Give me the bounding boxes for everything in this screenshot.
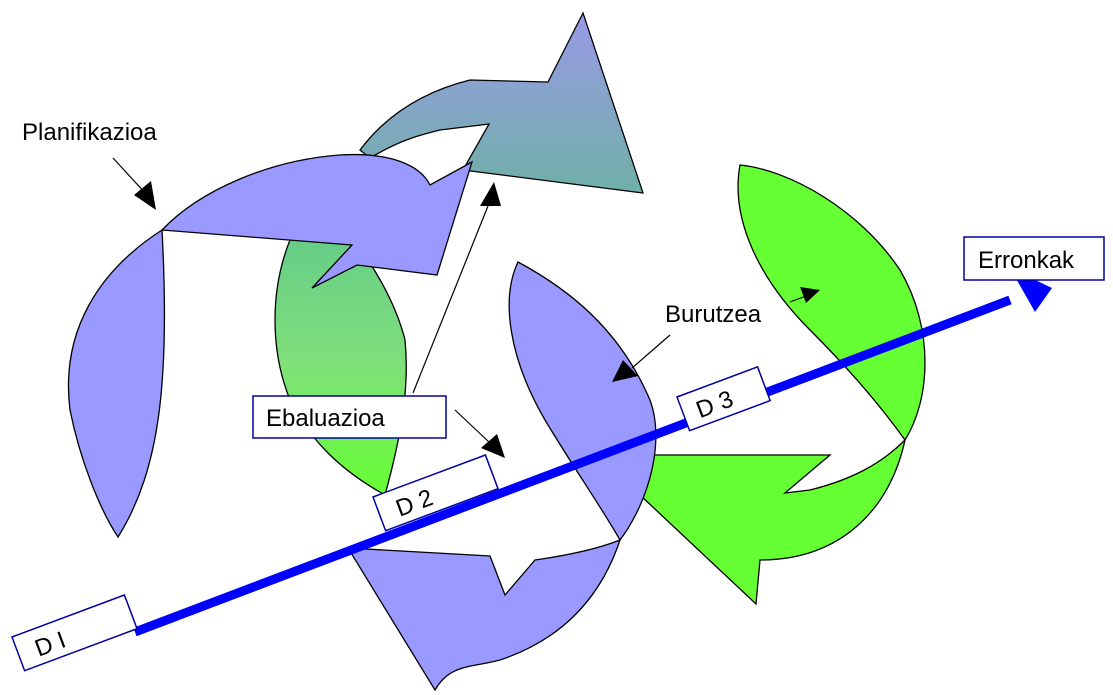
evaluation-text: Ebaluazioa [266, 405, 385, 432]
execution-pointer-line [631, 334, 671, 369]
evaluation-label: Ebaluazioa [252, 395, 447, 439]
ebaluazioa-pointer-line [454, 409, 491, 444]
challenges-text: Erronkak [978, 247, 1075, 274]
teal-arrow-top [359, 11, 644, 194]
ebaluazioa-pointer-head [481, 434, 505, 458]
d2-label: D 2 [372, 454, 499, 532]
planning-arrow [160, 153, 474, 289]
main-axis-line [133, 295, 1012, 637]
evaluation-pointer-line [412, 195, 493, 394]
execution-pointer-head [612, 360, 638, 382]
bottom-purple-arrow [346, 538, 622, 692]
evaluation-pointer-head [480, 182, 501, 206]
green-arrow-lower [639, 437, 907, 606]
planning-text: Planifikazioa [22, 119, 157, 146]
burutzea-pointer-line [789, 295, 807, 303]
execution-text: Burutzea [665, 301, 762, 328]
planning-lobe-left [67, 228, 166, 539]
execution-lobe [508, 261, 657, 542]
burutzea-pointer-head [800, 287, 820, 303]
d3-label: D 3 [676, 365, 772, 432]
challenges-label: Erronkak [963, 236, 1105, 281]
d1-label: D I [11, 594, 138, 672]
planning-pointer-head [134, 181, 156, 210]
